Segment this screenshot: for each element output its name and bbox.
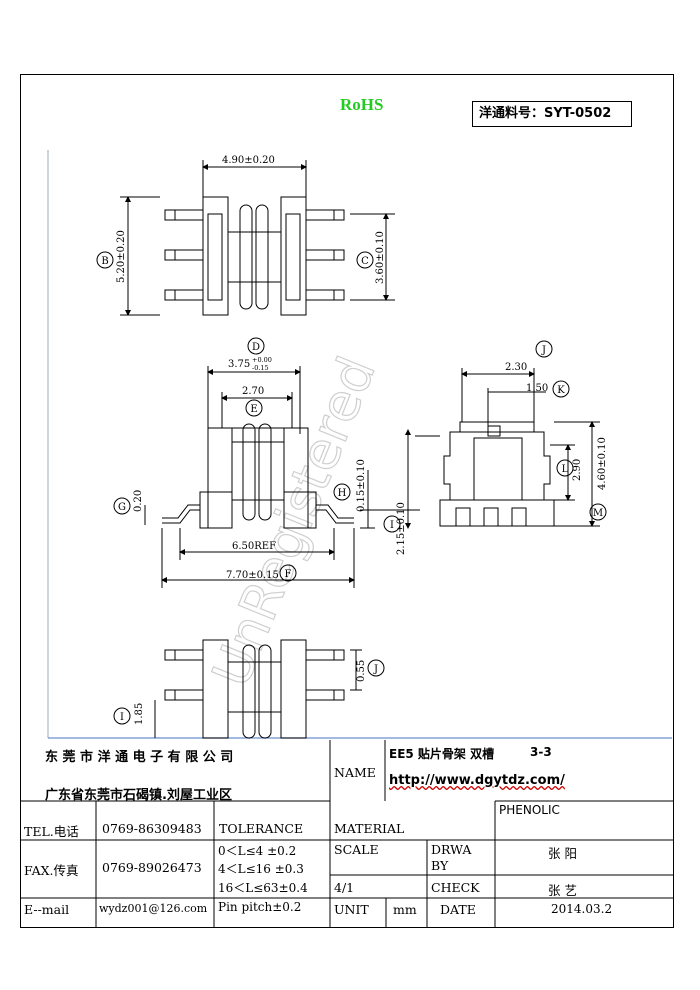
company-address: 广东省东莞市石碣镇.刘屋工业区 [45,788,232,803]
part-number-box: 洋通料号：SYT-0502 [472,101,632,127]
dim-f-length: 7.70±0.15 [226,570,279,581]
callout-d: D [252,342,260,353]
dim-i: 2.15±0.10 [396,502,407,555]
tel-value: 0769-86309483 [102,821,202,836]
page-number: 3-3 [530,745,552,759]
website-link[interactable]: http://www.dgytdz.com/ [389,773,565,788]
fax-value: 0769-89026473 [102,860,202,875]
callout-l: L [562,464,569,475]
callout-g: G [118,502,126,513]
callout-j: J [541,345,546,356]
product-name: EE5 贴片骨架 双槽 [389,747,495,761]
dim-front-tol-upper: +0.00 [252,356,272,364]
dim-bottom-j: 0.55 [356,660,367,682]
company-name: 东 莞 市 洋 通 电 子 有 限 公 司 [45,750,234,765]
tolerance-row-2: 4＜L≤16 ±0.3 [218,862,304,876]
front-view [113,337,420,588]
drawn-by: 张 阳 [548,846,577,861]
top-view [96,160,395,316]
title-block-grid [20,740,674,928]
dim-front-tol-lower: -0.15 [252,364,269,372]
email-label: E--mail [24,902,70,917]
unit-value: mm [393,902,417,917]
date-value: 2014.03.2 [551,902,613,916]
callout-i: I [390,520,394,531]
tel-label: TEL.电话 [24,824,79,839]
fax-label: FAX.传真 [24,863,79,878]
dim-side-k: 1.50 [526,383,548,394]
drawn-label-1: DRWA [431,842,472,857]
material-label: MATERIAL [334,821,405,836]
dim-front-inner: 2.70 [242,386,264,397]
dim-c-height: 3.60±0.10 [375,231,386,284]
callout-i-bottom: I [120,712,124,723]
callout-e: E [250,404,257,415]
tolerance-row-1: 0＜L≤4 ±0.2 [218,844,297,858]
rohs-mark: RoHS [340,95,384,114]
callout-k: K [557,385,565,396]
callout-j-bottom: J [373,664,378,675]
material-value: PHENOLIC [499,803,560,817]
tolerance-row-3: 16＜L≤63±0.4 [218,881,308,895]
tolerance-row-4: Pin pitch±0.2 [218,900,302,914]
drawn-label-2: BY [431,858,449,873]
scale-label: SCALE [334,842,379,857]
callout-f: F [285,569,292,580]
dim-side-m: 4.60±0.10 [597,437,608,490]
dim-h: 0.15±0.10 [356,459,367,512]
email-value: wydz001@126.com [99,902,208,915]
callout-b: B [101,256,108,267]
dim-top-width: 4.90±0.20 [222,155,275,166]
dim-side-l: 2.90 [572,459,583,481]
drawing-frame [20,74,674,928]
watermark: UnRegistered [201,349,387,695]
callout-c: C [361,256,369,267]
callout-m: M [593,508,603,519]
scale-value: 4/1 [334,880,355,895]
dim-front-width: 3.75 [228,359,250,370]
checked-by: 张 艺 [548,883,577,898]
dim-ref-length: 6.50REF [232,541,276,552]
tolerance-label: TOLERANCE [219,821,304,836]
side-view [415,340,607,527]
bottom-view [113,639,385,739]
dim-side-j: 2.30 [505,362,527,373]
dim-b-height: 5.20±0.20 [116,230,127,283]
date-label: DATE [440,902,476,917]
dim-bottom-i: 1.85 [134,703,145,725]
name-label: NAME [334,765,376,780]
unit-label: UNIT [334,902,369,917]
callout-h: H [338,488,347,499]
dim-front-width-main: 3.75 [228,359,250,370]
check-label: CHECK [431,880,480,895]
dim-g: 0.20 [133,490,144,512]
